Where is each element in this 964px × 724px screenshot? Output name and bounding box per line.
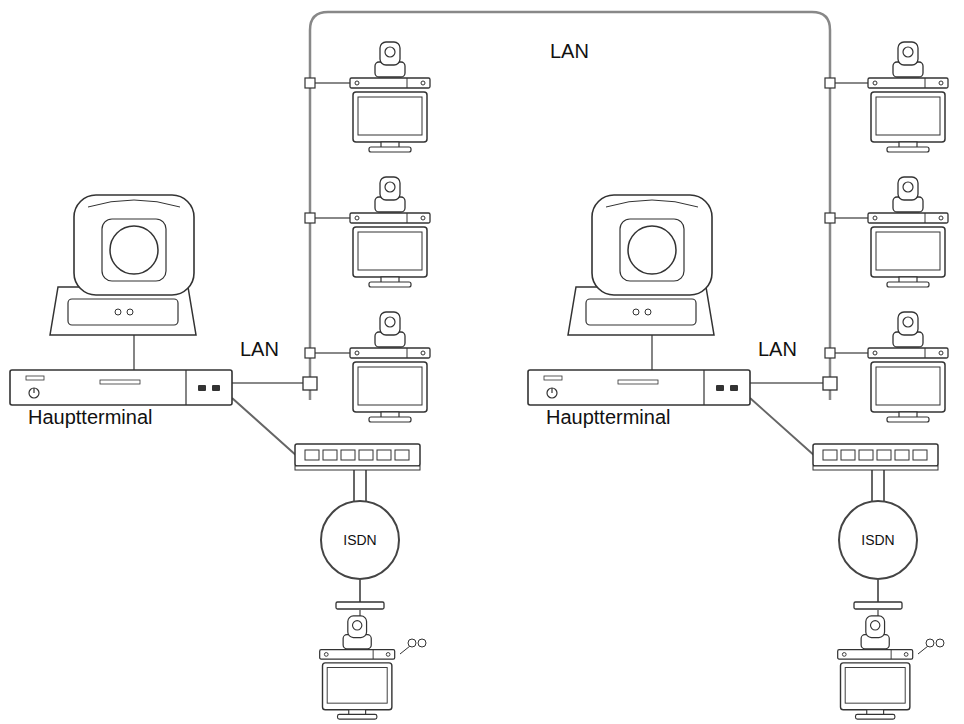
terminal-small bbox=[350, 42, 430, 152]
isdn-circle-outline bbox=[839, 501, 917, 579]
terminal-small bbox=[868, 312, 948, 422]
isdn-circle-outline bbox=[321, 501, 399, 579]
network-switch bbox=[813, 444, 938, 470]
network-label: ISDN bbox=[343, 532, 376, 548]
main-terminal-box: Hauptterminal bbox=[10, 370, 232, 429]
main-terminal bbox=[10, 195, 232, 405]
remote-terminal bbox=[320, 580, 426, 719]
network-name: LAN bbox=[238, 338, 281, 361]
isdn-line bbox=[883, 470, 885, 502]
device-label: Hauptterminal bbox=[528, 406, 750, 429]
isdn-cloud: ISDN bbox=[838, 500, 918, 580]
terminal-small bbox=[350, 312, 430, 422]
network-name: LAN bbox=[756, 338, 799, 361]
network-switch bbox=[295, 444, 420, 470]
network-name: LAN bbox=[548, 40, 591, 63]
lan-tap bbox=[232, 78, 870, 390]
terminal-small bbox=[350, 177, 430, 287]
network-label: ISDN bbox=[861, 532, 894, 548]
remote-terminal bbox=[838, 580, 944, 719]
device-label: Hauptterminal bbox=[10, 406, 232, 429]
terminal-small bbox=[868, 42, 948, 152]
isdn-line bbox=[365, 470, 367, 502]
isdn-cloud: ISDN bbox=[320, 500, 400, 580]
terminal-small bbox=[868, 177, 948, 287]
main-terminal bbox=[528, 195, 750, 405]
main-terminal-box: Hauptterminal bbox=[528, 370, 750, 429]
